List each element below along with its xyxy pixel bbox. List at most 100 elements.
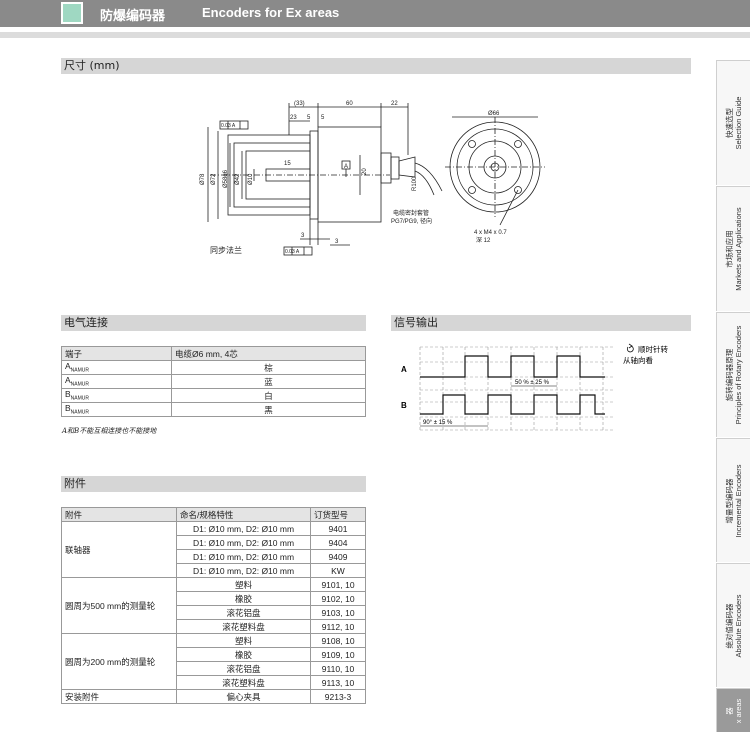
section-dimensions: 尺寸 (mm) bbox=[61, 58, 691, 74]
spec-cell: D1: Ø10 mm, D2: Ø10 mm bbox=[176, 549, 311, 564]
rotation-label-1: 顺时针转 bbox=[638, 344, 668, 354]
spec-cell: D1: Ø10 mm, D2: Ø10 mm bbox=[176, 535, 311, 550]
signal-diagram: A B 50 % ± 25 % 90° ± 15 % 顺时针转 从轴向看 bbox=[401, 343, 668, 431]
header-spec: 命名/规格特性 bbox=[176, 507, 311, 522]
dim-d72: Ø72 bbox=[211, 173, 217, 185]
tolerance-top: 0.03 A bbox=[221, 123, 236, 129]
dimension-drawing: (33) 60 22 23 5 5 0.03 A 0.03 A Ø78 Ø72 … bbox=[200, 101, 545, 256]
spec-cell: 滚花铝盘 bbox=[176, 605, 311, 620]
dim-d78: Ø78 bbox=[200, 173, 206, 185]
flange-label: 同步法兰 bbox=[210, 245, 242, 255]
code-cell: 9110, 10 bbox=[310, 661, 366, 676]
terminal-name: A bbox=[65, 375, 71, 386]
dim-23: 23 bbox=[290, 115, 297, 121]
header-accessory: 附件 bbox=[61, 507, 177, 522]
rotation-label-2: 从轴向看 bbox=[623, 355, 653, 365]
spec-cell: 橡胶 bbox=[176, 591, 311, 606]
dim-r100: R100 bbox=[412, 176, 418, 191]
spec-cell: 偏心夹具 bbox=[176, 689, 311, 704]
tab-label-en: Absolute Encoders bbox=[733, 594, 743, 657]
spec-cell: D1: Ø10 mm, D2: Ø10 mm bbox=[176, 521, 311, 536]
group-name: 安装附件 bbox=[61, 689, 177, 704]
header-cable: 电缆Ø6 mm, 4芯 bbox=[171, 346, 366, 361]
tab-label-cn: 快速选型 bbox=[724, 108, 734, 139]
tab-label-cn: 旋转编码器原理 bbox=[724, 348, 734, 402]
group-name: 圆周为500 mm的测量轮 bbox=[61, 577, 177, 634]
header-divider bbox=[0, 32, 750, 38]
dim-20: 20 bbox=[362, 168, 368, 175]
dim-60: 60 bbox=[346, 101, 353, 107]
terminal-sub: NAMUR bbox=[70, 395, 90, 402]
header-order-code: 订货型号 bbox=[310, 507, 366, 522]
code-cell: 9102, 10 bbox=[310, 591, 366, 606]
dim-d10: Ø10 bbox=[248, 173, 254, 185]
code-cell: 9409 bbox=[310, 549, 366, 564]
table-row: 圆周为200 mm的测量轮 塑料 9108, 10 bbox=[61, 633, 366, 690]
wire-color: 蓝 bbox=[171, 374, 366, 389]
tab-label-en: Principles of Rotary Encoders bbox=[733, 325, 743, 425]
spec-cell: 滚花塑料盘 bbox=[176, 675, 311, 690]
tab-label-cn: 增量型编码器 bbox=[724, 478, 734, 524]
table-row: 安装附件 偏心夹具 9213-3 bbox=[61, 689, 366, 704]
clockwise-icon bbox=[626, 343, 634, 353]
table-row: 滚花塑料盘 9112, 10 bbox=[62, 619, 366, 634]
section-accessories: 附件 bbox=[61, 476, 366, 492]
section-marker-icon bbox=[61, 2, 83, 24]
group-name: 联轴器 bbox=[61, 521, 177, 578]
table-row: 橡胶 9102, 10 bbox=[62, 591, 366, 606]
dim-33: (33) bbox=[294, 101, 305, 107]
channel-b-label: B bbox=[401, 401, 407, 410]
tab-label-en: Markets and Applications bbox=[733, 207, 743, 291]
tab-label-en: Incremental Encoders bbox=[733, 464, 743, 537]
section-signal: 信号输出 bbox=[391, 315, 691, 331]
code-cell: 9112, 10 bbox=[310, 619, 366, 634]
terminal-name: B bbox=[65, 389, 71, 400]
group-name: 圆周为200 mm的测量轮 bbox=[61, 633, 177, 690]
table-row: BNAMUR 白 bbox=[61, 388, 366, 403]
code-cell: 9113, 10 bbox=[310, 675, 366, 690]
wire-color: 黑 bbox=[171, 402, 366, 417]
section-electrical: 电气连接 bbox=[61, 315, 366, 331]
datum-a: A bbox=[344, 164, 348, 170]
spec-cell: 滚花铝盘 bbox=[176, 661, 311, 676]
tab-label-cn: 器 bbox=[724, 706, 734, 715]
dim-15: 15 bbox=[284, 161, 291, 167]
code-cell: 9401 bbox=[310, 521, 366, 536]
dim-d58g6: Ø58g6 bbox=[223, 169, 229, 188]
dim-3a: 3 bbox=[301, 233, 305, 239]
dim-5b: 5 bbox=[321, 115, 325, 121]
code-cell: 9103, 10 bbox=[310, 605, 366, 620]
thread-note-1: 4 x M4 x 0.7 bbox=[474, 230, 507, 236]
cable-note-2: PG7/PG9, 径向 bbox=[391, 217, 432, 225]
tab-label-cn: 绝对值编码器 bbox=[724, 603, 734, 648]
table-row: 联轴器 D1: Ø10 mm, D2: Ø10 mm 9401 bbox=[61, 521, 366, 578]
wire-color: 白 bbox=[171, 388, 366, 403]
table-row: ANAMUR 蓝 bbox=[61, 374, 366, 389]
header-title-en: Encoders for Ex areas bbox=[202, 5, 340, 20]
table-row: D1: Ø10 mm, D2: Ø10 mm KW bbox=[62, 563, 366, 578]
code-cell: 9109, 10 bbox=[310, 647, 366, 662]
channel-a-label: A bbox=[401, 365, 407, 374]
code-cell: 9101, 10 bbox=[310, 577, 366, 592]
wire-color: 棕 bbox=[171, 360, 366, 375]
tab-label-en: x areas bbox=[733, 698, 743, 723]
thread-note-2: 深 12 bbox=[476, 236, 491, 244]
page-header: 防爆编码器 Encoders for Ex areas bbox=[0, 0, 750, 27]
spec-cell: 橡胶 bbox=[176, 647, 311, 662]
code-cell: 9213-3 bbox=[310, 689, 366, 704]
phase-shift-label: 90° ± 15 % bbox=[423, 420, 453, 426]
electrical-note: A和B不能互相连接也不能接地 bbox=[62, 427, 157, 435]
table-row: ANAMUR 棕 bbox=[61, 360, 366, 375]
header-title-cn: 防爆编码器 bbox=[100, 9, 166, 24]
electrical-table: 端子 电缆Ø6 mm, 4芯 ANAMUR 棕 ANAMUR 蓝 BNAMUR … bbox=[61, 346, 366, 417]
spec-cell: D1: Ø10 mm, D2: Ø10 mm bbox=[176, 563, 311, 578]
header-terminal: 端子 bbox=[61, 346, 172, 361]
dim-5a: 5 bbox=[307, 115, 311, 121]
spec-cell: 塑料 bbox=[176, 577, 311, 592]
